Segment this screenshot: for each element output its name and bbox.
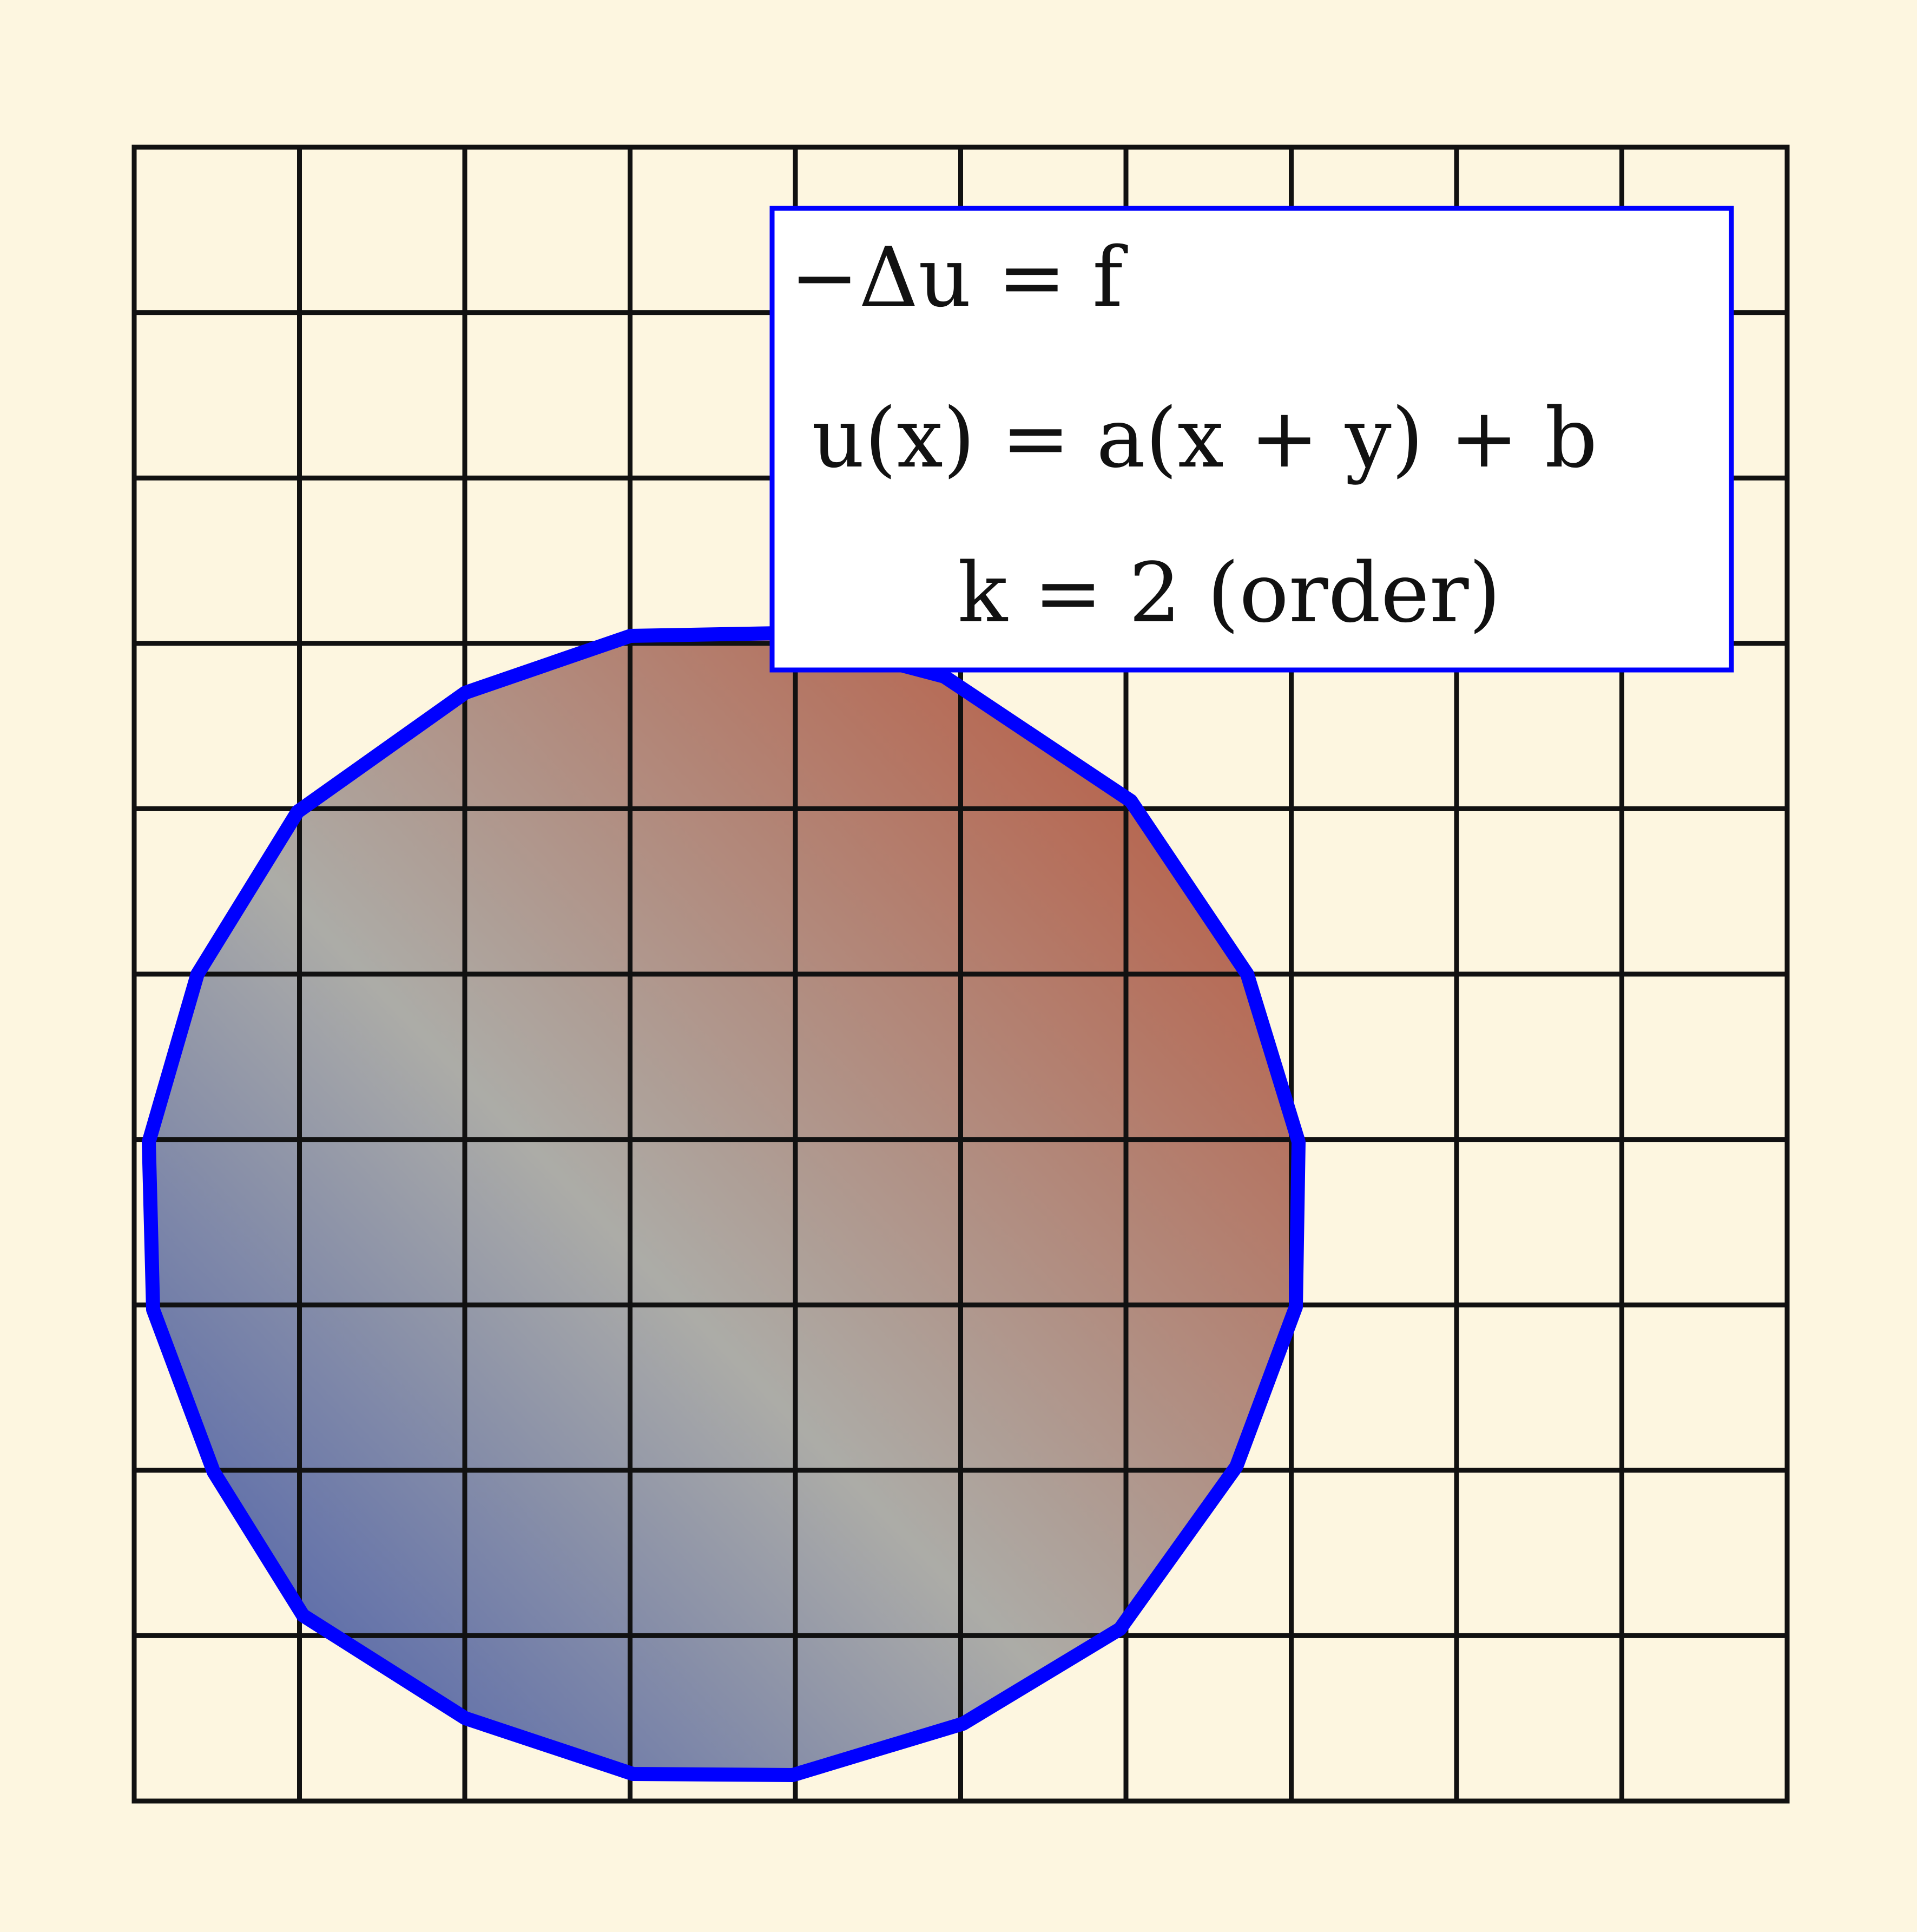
domain-polygon-fill [149,633,1299,1775]
equation-solution: u(x) = a(x + y) + b [812,390,1597,486]
domain-boundary [142,626,1306,1782]
equation-box: −Δu = f u(x) = a(x + y) + b k = 2 (order… [769,206,1734,673]
equation-order: k = 2 (order) [958,545,1501,641]
equation-box-frame [769,206,1734,673]
equation-poisson: −Δu = f [790,229,1128,325]
